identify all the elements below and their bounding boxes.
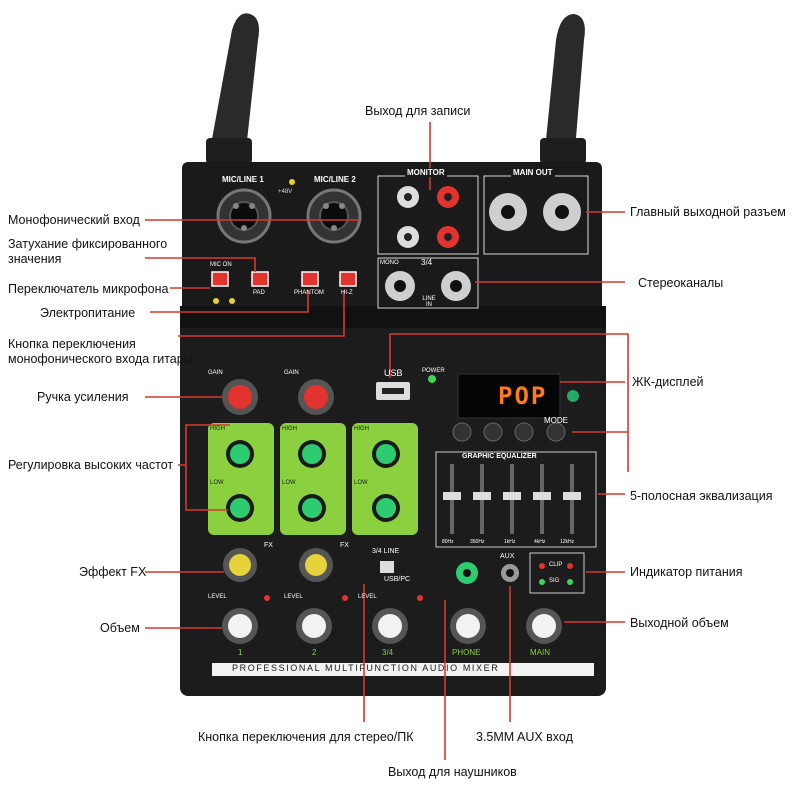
graphic-eq-panel — [435, 451, 597, 548]
label-main-out: Главный выходной разъем — [630, 205, 786, 219]
phone-level-knob[interactable] — [450, 608, 486, 644]
label-high-eq: Регулировка высоких частот — [8, 458, 174, 472]
eq-sliders[interactable] — [443, 464, 581, 534]
headphone-jack[interactable] — [456, 562, 478, 584]
label-eq5: 5-полосная эквализация — [630, 489, 773, 503]
level-knob-34[interactable] — [372, 608, 408, 644]
label-gain-knob: Ручка усиления — [37, 390, 129, 404]
footer-strip — [212, 663, 594, 676]
pad-button[interactable] — [251, 271, 269, 287]
label-pad-2: значения — [8, 252, 62, 266]
lcd-display — [457, 373, 561, 419]
eq-plate-ch34 — [352, 423, 418, 535]
line-in-jacks[interactable] — [385, 271, 471, 301]
label-aux: 3.5MM AUX вход — [476, 730, 573, 744]
callout-lines — [145, 122, 629, 760]
label-fx: Эффект FX — [79, 565, 147, 579]
fx-knob-2[interactable] — [299, 548, 333, 582]
rca-monitor-jacks[interactable] — [397, 186, 459, 248]
label-volume: Объем — [100, 621, 140, 635]
main-level-knob[interactable] — [526, 608, 562, 644]
level-knob-2[interactable] — [296, 608, 332, 644]
label-out-volume: Выходной объем — [630, 616, 729, 630]
high-knobs[interactable] — [226, 440, 400, 468]
eq-plate-ch1 — [208, 423, 274, 535]
hiz-button[interactable] — [339, 271, 357, 287]
clip-sig-panel — [529, 552, 585, 594]
power-led — [428, 375, 436, 383]
transport-buttons[interactable] — [452, 422, 566, 442]
fx-knob-1[interactable] — [223, 548, 257, 582]
label-pad-1: Затухание фиксированного — [8, 237, 168, 251]
antenna-left — [206, 13, 259, 164]
label-mic-switch: Переключатель микрофона — [8, 282, 169, 296]
antenna-right — [540, 14, 586, 164]
stereo-pc-switch[interactable] — [380, 561, 394, 573]
label-lcd: ЖК-дисплей — [632, 375, 704, 389]
combo-jack-1[interactable] — [216, 188, 272, 244]
label-power-ind: Индикатор питания — [630, 565, 743, 579]
level-knob-1[interactable] — [222, 608, 258, 644]
mic-on-button[interactable] — [211, 271, 229, 287]
label-hiz-2: монофонического входа гитары — [8, 352, 193, 366]
low-knobs[interactable] — [226, 494, 400, 522]
aux-jack[interactable] — [501, 564, 519, 582]
label-stereo-channels: Стереоканалы — [638, 276, 724, 290]
gain-knob-1[interactable] — [222, 379, 258, 415]
label-hiz-1: Кнопка переключения — [8, 337, 136, 351]
eq-plate-ch2 — [280, 423, 346, 535]
label-record-out: Выход для записи — [365, 104, 471, 118]
label-stereo-pc: Кнопка переключения для стерео/ПК — [198, 730, 414, 744]
gain-knob-2[interactable] — [298, 379, 334, 415]
label-phantom: Электропитание — [40, 306, 136, 320]
main-out-jacks[interactable] — [489, 193, 581, 231]
combo-jack-2[interactable] — [306, 188, 362, 244]
label-mono-input: Монофонический вход — [8, 213, 140, 227]
label-headphone: Выход для наушников — [388, 765, 517, 779]
phantom-button[interactable] — [301, 271, 319, 287]
